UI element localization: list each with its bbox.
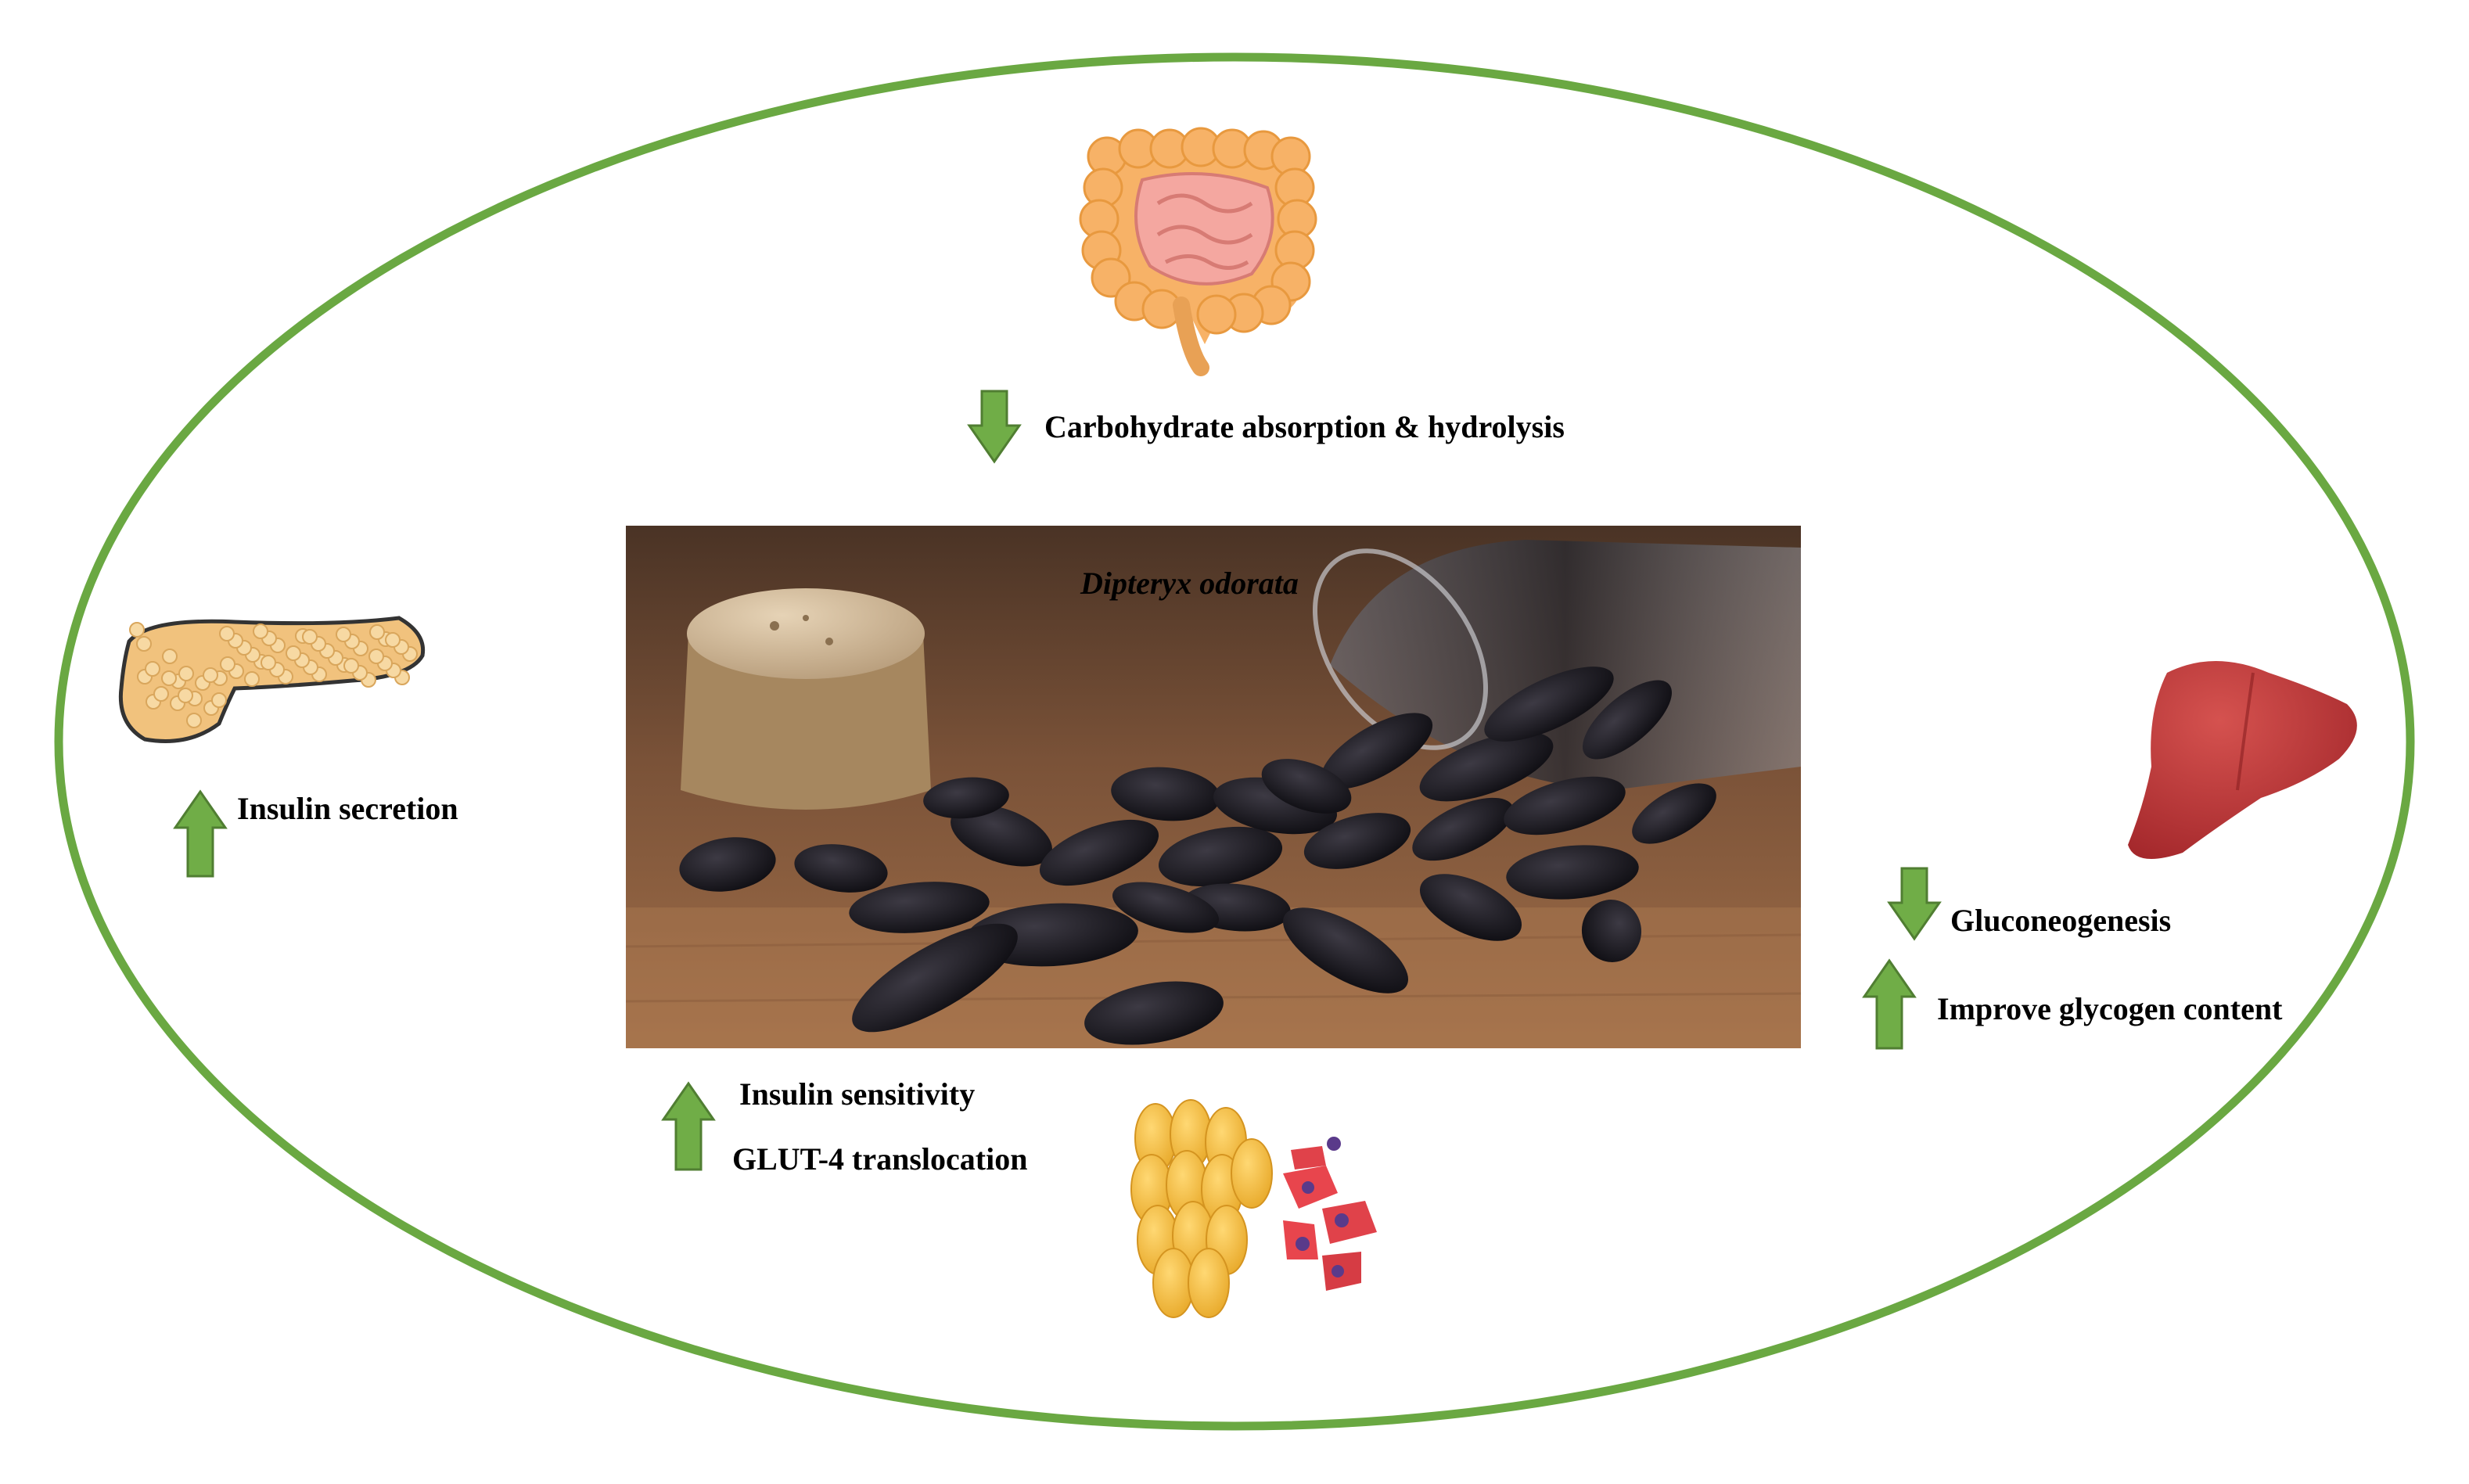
pancreas-lobule: [343, 658, 359, 674]
tonka-bean: [1632, 783, 1716, 844]
pancreas-lobule: [178, 666, 194, 681]
pancreas-lobule: [161, 670, 177, 686]
tonka-bean: [1112, 882, 1220, 933]
peripheral-effect-label-1: Insulin sensitivity: [739, 1076, 976, 1112]
adipocyte: [1188, 1248, 1230, 1318]
pancreas-lobule: [220, 656, 235, 672]
pancreas-lobule: [219, 626, 235, 641]
tonka-bean: [679, 837, 776, 892]
photo-title: Dipteryx odorata: [1080, 566, 1299, 601]
glycogen-arrow: [1862, 958, 1917, 1050]
adipocytes-icon: [1130, 1099, 1273, 1318]
intestine-arrow: [967, 390, 1022, 464]
intestine-icon: [1079, 127, 1317, 376]
tonka-bean: [951, 804, 1052, 867]
tonka-bean: [794, 844, 888, 893]
liver-effect-label-1: Gluconeogenesis: [1950, 903, 2172, 938]
liver-effect-label-2: Improve glycogen content: [1937, 991, 2283, 1026]
cork-stopper: [681, 588, 931, 810]
pancreas-effect-label: Insulin secretion: [237, 791, 458, 826]
tonka-bean: [1261, 759, 1352, 814]
glass-jar: [1312, 540, 1801, 790]
tonka-bean: [1321, 713, 1433, 789]
peripheral-effect-label-2: GLUT-4 translocation: [732, 1141, 1028, 1177]
pancreas-lobule: [153, 686, 169, 702]
pancreas-lobule: [302, 629, 318, 645]
pancreas-lobule: [203, 667, 218, 683]
muscle-cells-icon: [1283, 1137, 1377, 1291]
tonka-beans: [679, 667, 1716, 1045]
pancreas-lobule: [186, 713, 202, 728]
pancreas-lobule: [129, 622, 145, 638]
tonka-bean: [1506, 845, 1639, 900]
liver-icon: [2128, 661, 2357, 859]
pancreas-lobule: [211, 692, 227, 708]
tonka-bean: [1484, 667, 1614, 742]
tonka-bean: [1283, 907, 1408, 994]
effect-arrows: [173, 390, 1942, 1171]
pancreas-lobule: [286, 645, 301, 661]
tonka-bean: [1504, 776, 1626, 835]
pancreas-lobule: [178, 688, 193, 703]
tonka-bean: [1583, 680, 1672, 760]
pancreas-lobule: [145, 661, 160, 677]
tonka-bean: [1419, 874, 1522, 941]
tonka-bean: [852, 923, 1018, 1033]
tonka-bean: [1039, 819, 1159, 886]
pancreas-lobule: [136, 636, 152, 652]
tonka-bean: [849, 882, 990, 933]
pancreas-lobule: [369, 624, 385, 640]
gluconeogenesis-arrow: [1887, 867, 1942, 941]
tonka-bean: [923, 777, 1009, 819]
tonka-bean: [1419, 731, 1554, 802]
tonka-bean: [1303, 813, 1411, 869]
pancreas-icon: [118, 616, 426, 743]
colon-segment: [1196, 294, 1237, 335]
pancreas-lobule: [162, 649, 178, 664]
tonka-bean: [1412, 797, 1514, 861]
tonka-bean: [1111, 767, 1220, 821]
peripheral-arrow: [661, 1081, 716, 1171]
pancreas-lobule: [244, 671, 260, 687]
pancreas-lobule: [336, 627, 351, 642]
intestine-effect-label: Carbohydrate absorption & hydrolysis: [1044, 409, 1565, 444]
adipocyte: [1231, 1138, 1273, 1209]
pancreas-lobule: [253, 623, 268, 639]
pancreas-lobule: [261, 655, 276, 670]
pancreas-lobule: [368, 649, 384, 664]
tonka-bean: [1158, 826, 1283, 887]
outer-ellipse: [54, 52, 2415, 1431]
tonka-bean: [1084, 981, 1224, 1045]
tonka-bean: [1581, 900, 1642, 962]
pancreas-arrow: [173, 789, 228, 878]
pancreas-lobule: [385, 632, 401, 648]
